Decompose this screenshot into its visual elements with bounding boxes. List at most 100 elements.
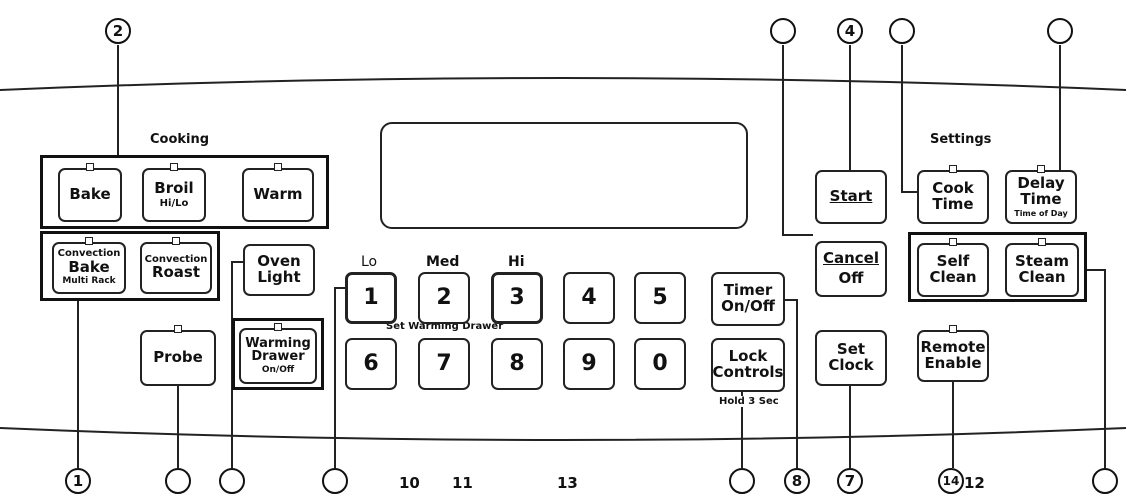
- panel-top-edge: [0, 77, 1126, 91]
- bake-label: Bake: [69, 185, 111, 204]
- number-10: 10: [399, 474, 420, 492]
- bake-button[interactable]: Bake: [58, 168, 122, 222]
- digit-4-key[interactable]: 4: [563, 272, 615, 324]
- digit-3-key[interactable]: 3: [491, 272, 543, 324]
- cook-time-button[interactable]: Cook Time: [917, 170, 989, 224]
- warming-drawer-button[interactable]: Warming Drawer On/Off: [239, 328, 317, 384]
- delay-time-label-2: Time: [1020, 189, 1062, 208]
- digit-2-label: 2: [436, 285, 452, 311]
- leader-clean: [1087, 269, 1106, 468]
- delay-time-label-1: Delay: [1017, 174, 1065, 193]
- digit-8-key[interactable]: 8: [491, 338, 543, 390]
- number-13: 13: [557, 474, 578, 492]
- callout-1: 1: [65, 468, 91, 494]
- probe-button[interactable]: Probe: [140, 330, 216, 386]
- cooking-label: Cooking: [150, 132, 210, 147]
- convection-bake-button[interactable]: Convection Bake Multi Rack: [52, 242, 126, 294]
- callout-14: 14: [938, 468, 964, 494]
- callout-cancel: [770, 18, 796, 44]
- digit-8-label: 8: [509, 351, 525, 377]
- callout-probe: [165, 468, 191, 494]
- digit-3-label: 3: [509, 285, 525, 311]
- set-clock-button[interactable]: Set Clock: [815, 330, 887, 386]
- digit-6-key[interactable]: 6: [345, 338, 397, 390]
- steam-clean-indicator-light: [1038, 238, 1046, 246]
- digit-9-key[interactable]: 9: [563, 338, 615, 390]
- leader-oven-light: [231, 261, 243, 468]
- broil-button[interactable]: Broil Hi/Lo: [142, 168, 206, 222]
- digit-0-label: 0: [652, 351, 668, 377]
- digit-4-label: 4: [581, 285, 597, 311]
- digit-7-label: 7: [436, 351, 452, 377]
- remote-enable-label-1: Remote: [920, 338, 986, 357]
- broil-indicator-light: [170, 163, 178, 171]
- remote-enable-label-2: Enable: [924, 354, 982, 372]
- broil-label: Broil: [154, 178, 194, 197]
- oven-light-label-2: Light: [257, 268, 301, 286]
- leader-cancel: [782, 45, 813, 236]
- lock-controls-label-1: Lock: [728, 347, 768, 366]
- delay-time-button[interactable]: Delay Time Time of Day: [1005, 170, 1077, 224]
- settings-label: Settings: [930, 132, 992, 147]
- cook-time-label-1: Cook: [932, 179, 974, 198]
- warming-drawer-indicator-light: [274, 323, 282, 331]
- callout-clean: [1092, 468, 1118, 494]
- probe-indicator-light: [174, 325, 182, 333]
- warming-drawer-sublabel: On/Off: [261, 364, 295, 375]
- convection-roast-button[interactable]: Convection Roast: [140, 242, 212, 294]
- callout-delay-time: [1047, 18, 1073, 44]
- digit-7-key[interactable]: 7: [418, 338, 470, 390]
- med-label: Med: [426, 254, 460, 270]
- remote-enable-button[interactable]: Remote Enable: [917, 330, 989, 382]
- convection-bake-top-label: Convection: [57, 248, 121, 260]
- number-12: 12: [964, 474, 985, 492]
- timer-label-1: Timer: [723, 281, 773, 300]
- convection-bake-label: Bake: [68, 257, 110, 276]
- leader-cook-time: [901, 45, 917, 193]
- callout-14-number: 14: [942, 474, 960, 488]
- self-clean-button[interactable]: Self Clean: [917, 243, 989, 297]
- timer-label-2: On/Off: [721, 297, 775, 315]
- callout-8-number: 8: [791, 472, 803, 490]
- cancel-label: Cancel: [822, 249, 879, 268]
- digit-1-label: 1: [363, 285, 379, 311]
- callout-4-number: 4: [844, 22, 856, 40]
- self-clean-label-1: Self: [936, 252, 970, 271]
- callout-oven-light: [219, 468, 245, 494]
- digit-1-key[interactable]: 1: [345, 272, 397, 324]
- callout-cook-time: [889, 18, 915, 44]
- warm-button[interactable]: Warm: [242, 168, 314, 222]
- clean-group: [908, 232, 1087, 302]
- callout-4: 4: [837, 18, 863, 44]
- hi-label: Hi: [508, 254, 525, 270]
- digit-5-key[interactable]: 5: [634, 272, 686, 324]
- cook-time-indicator-light: [949, 165, 957, 173]
- callout-7: 7: [837, 468, 863, 494]
- callout-1-number: 1: [72, 472, 84, 490]
- set-clock-label-1: Set: [836, 340, 866, 359]
- callout-2: 2: [105, 18, 131, 44]
- leader-warming: [334, 287, 345, 468]
- timer-button[interactable]: Timer On/Off: [711, 272, 785, 326]
- hold-3-sec-label: Hold 3 Sec: [717, 396, 781, 407]
- digit-0-key[interactable]: 0: [634, 338, 686, 390]
- digit-5-label: 5: [652, 285, 668, 311]
- convection-bake-indicator-light: [85, 237, 93, 245]
- self-clean-indicator-light: [949, 238, 957, 246]
- warm-indicator-light: [274, 163, 282, 171]
- set-clock-label-2: Clock: [828, 356, 874, 374]
- cooking-group: [40, 155, 329, 229]
- delay-time-indicator-light: [1037, 165, 1045, 173]
- cook-time-label-2: Time: [932, 195, 974, 213]
- oven-light-button[interactable]: Oven Light: [243, 244, 315, 296]
- warming-drawer-group: [232, 318, 324, 390]
- cancel-off-button[interactable]: Cancel Off: [815, 241, 887, 297]
- off-label: Off: [838, 269, 864, 287]
- oven-light-label-1: Oven: [257, 252, 301, 271]
- steam-clean-button[interactable]: Steam Clean: [1005, 243, 1079, 297]
- lock-controls-button[interactable]: Lock Controls: [711, 338, 785, 392]
- start-label: Start: [829, 187, 873, 206]
- start-button[interactable]: Start: [815, 170, 887, 224]
- digit-2-key[interactable]: 2: [418, 272, 470, 324]
